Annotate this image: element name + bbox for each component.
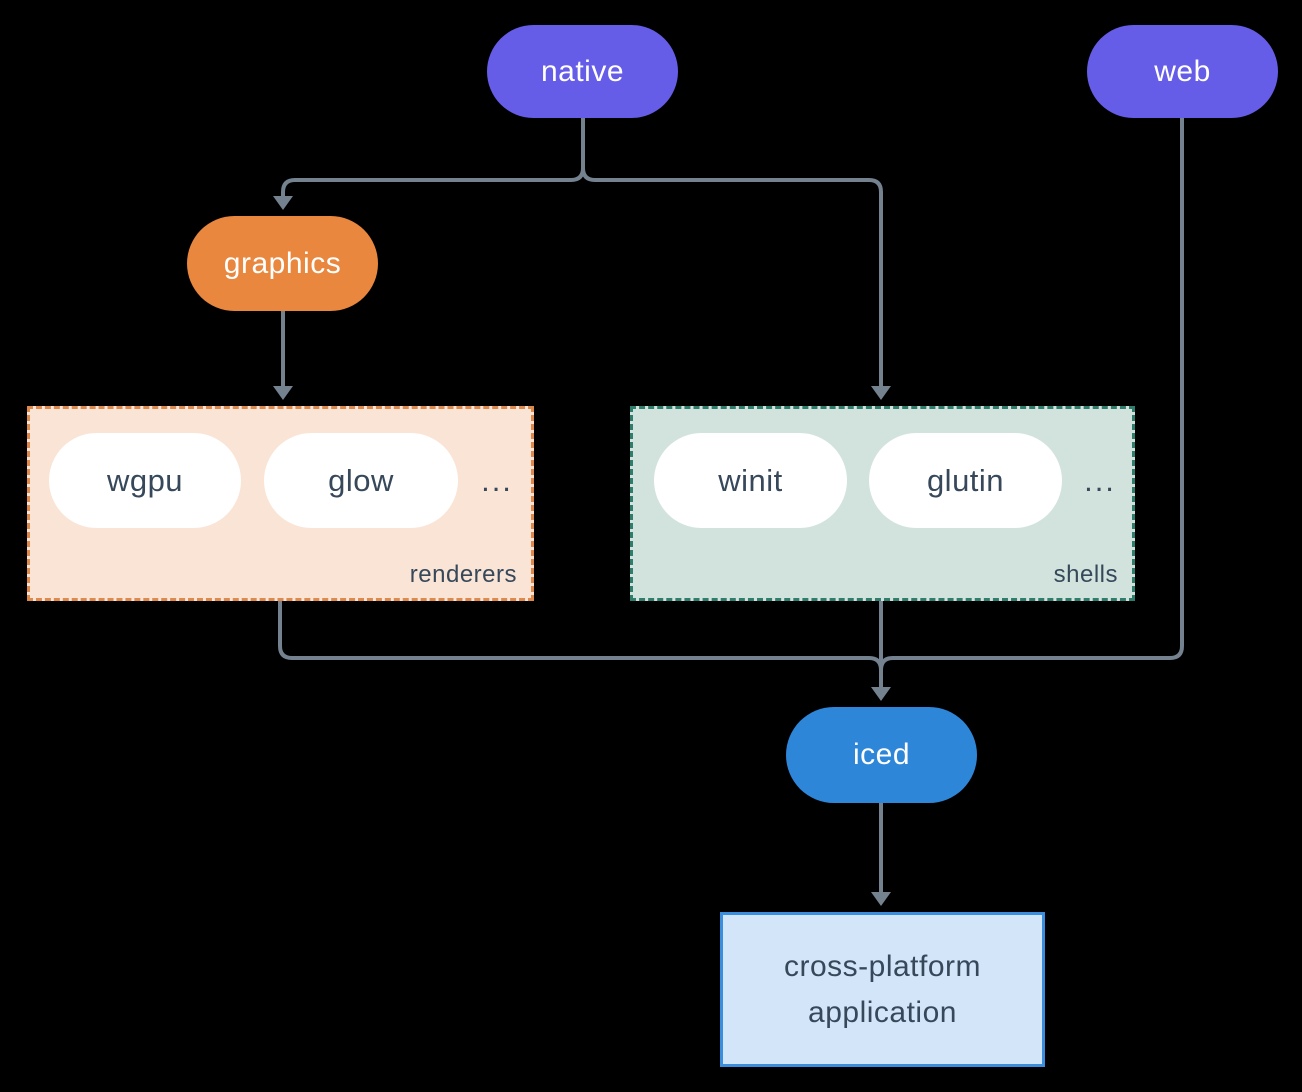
node-native: native: [487, 25, 678, 118]
node-winit-label: winit: [718, 462, 783, 498]
node-wgpu: wgpu: [49, 433, 241, 528]
arrowhead-application: [871, 892, 891, 906]
shells-ellipsis: ...: [1084, 462, 1116, 498]
edge-renderers-to-iced: [278, 601, 883, 680]
node-native-label: native: [540, 54, 625, 88]
node-graphics: graphics: [187, 216, 378, 311]
edge-native-to-graphics: [281, 118, 585, 197]
node-iced-label: iced: [852, 738, 911, 771]
application-label-line2: application: [808, 995, 957, 1029]
arrowhead-iced: [871, 687, 891, 701]
shells-group-label: shells: [1053, 561, 1118, 588]
node-iced: iced: [786, 707, 977, 803]
arrowhead-renderers: [273, 386, 293, 400]
arrowhead-graphics: [273, 196, 293, 210]
node-glow: glow: [264, 433, 458, 528]
group-shells: winit glutin ... shells: [630, 406, 1135, 601]
node-graphics-label: graphics: [223, 246, 342, 280]
node-glow-label: glow: [328, 462, 394, 498]
renderers-ellipsis: ...: [481, 462, 513, 498]
edge-native-to-shells: [581, 118, 883, 387]
node-glutin: glutin: [869, 433, 1062, 528]
node-web-label: web: [1154, 54, 1211, 88]
node-winit: winit: [654, 433, 847, 528]
node-web: web: [1087, 25, 1278, 118]
arrowhead-shells: [871, 386, 891, 400]
node-wgpu-label: wgpu: [106, 462, 184, 498]
node-glutin-label: glutin: [926, 462, 1005, 498]
node-cross-platform-application: cross-platform application: [720, 912, 1045, 1067]
application-label-line1: cross-platform: [783, 949, 982, 983]
renderers-group-label: renderers: [409, 561, 517, 588]
group-renderers: wgpu glow ... renderers: [27, 406, 534, 601]
